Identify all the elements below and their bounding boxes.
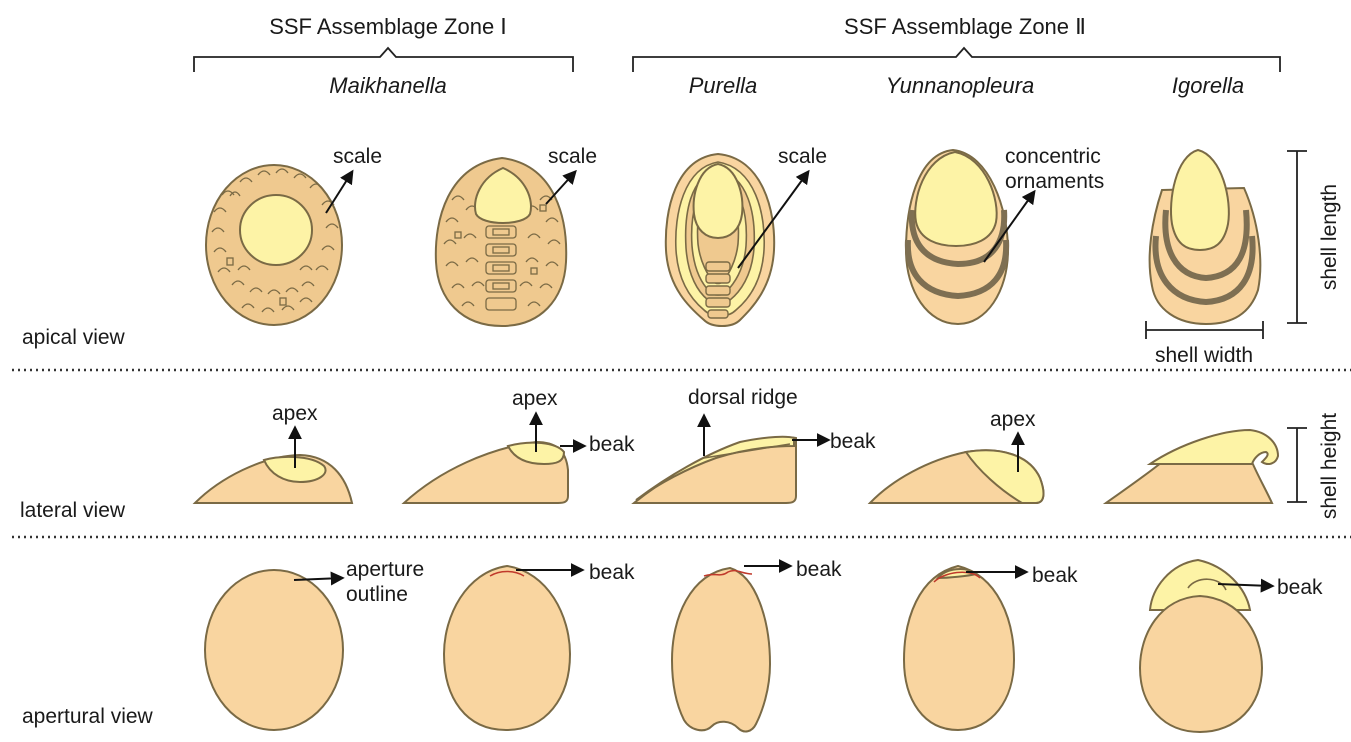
igorella-lateral — [1106, 430, 1278, 503]
apex-label-3: apex — [990, 408, 1036, 431]
apical-view-label: apical view — [22, 326, 126, 349]
beak-label-6: beak — [1277, 576, 1323, 599]
apex-label-2: apex — [512, 387, 558, 410]
beak-label-3: beak — [589, 561, 635, 584]
shell-width-label: shell width — [1155, 344, 1253, 367]
maikhanella-apertural-1 — [205, 570, 343, 730]
aperture-label-1: aperture — [346, 558, 424, 581]
zone-2-title: SSF Assemblage Zone Ⅱ — [844, 14, 1086, 39]
purella-apertural — [672, 568, 770, 731]
lateral-view-label: lateral view — [20, 499, 126, 522]
purella-lateral — [634, 437, 796, 503]
yunnanopleura-apertural — [904, 566, 1014, 730]
scale-label-1: scale — [333, 145, 382, 168]
scale-arrow-1 — [326, 172, 352, 213]
maikhanella-lateral-2 — [404, 442, 568, 503]
igorella-apical — [1150, 150, 1261, 324]
beak-label-4: beak — [796, 558, 842, 581]
shell-height-bar — [1287, 428, 1307, 502]
aperture-label-2: outline — [346, 583, 408, 606]
apex-label-1: apex — [272, 402, 318, 425]
concentric-label-1: concentric — [1005, 145, 1101, 168]
maikhanella-lateral-1 — [195, 455, 352, 503]
zone-2-bracket — [633, 48, 1280, 72]
maikhanella-apical-1 — [206, 165, 342, 325]
zone-1-bracket — [194, 48, 573, 72]
dorsal-ridge-label: dorsal ridge — [688, 386, 798, 409]
beak-label-5: beak — [1032, 564, 1078, 587]
beak-label-1: beak — [589, 433, 635, 456]
scale-label-2: scale — [548, 145, 597, 168]
scale-label-3: scale — [778, 145, 827, 168]
shell-length-label: shell length — [1318, 184, 1341, 290]
shell-length-bar — [1287, 151, 1307, 323]
maikhanella-apical-2 — [436, 158, 566, 326]
genus-maikhanella: Maikhanella — [329, 73, 446, 98]
beak-label-2: beak — [830, 430, 876, 453]
genus-igorella: Igorella — [1172, 73, 1244, 98]
genus-yunnanopleura: Yunnanopleura — [886, 73, 1034, 98]
maikhanella-apertural-2 — [444, 566, 570, 730]
genus-purella: Purella — [689, 73, 757, 98]
concentric-label-2: ornaments — [1005, 170, 1104, 193]
yunnanopleura-apical — [906, 150, 1008, 324]
zone-1-title: SSF Assemblage Zone Ⅰ — [269, 14, 507, 39]
shell-height-label: shell height — [1318, 413, 1341, 519]
apertural-view-label: apertural view — [22, 705, 154, 728]
